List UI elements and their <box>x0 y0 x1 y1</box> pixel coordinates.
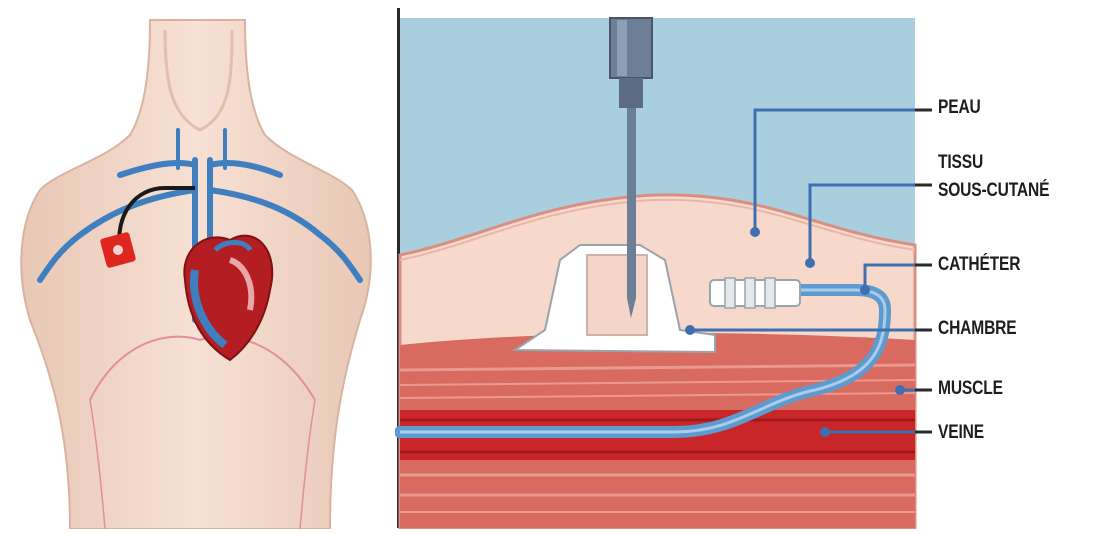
label-tissu-line1: TISSU <box>938 152 983 174</box>
torso-illustration <box>0 0 395 529</box>
label-peau: PEAU <box>938 97 981 119</box>
label-tissu-line2: SOUS-CUTANÉ <box>938 180 1049 202</box>
torso-svg <box>0 0 395 529</box>
label-chambre: CHAMBRE <box>938 318 1016 340</box>
label-veine: VEINE <box>938 422 984 444</box>
label-muscle: MUSCLE <box>938 378 1003 400</box>
label-catheter: CATHÉTER <box>938 254 1020 276</box>
